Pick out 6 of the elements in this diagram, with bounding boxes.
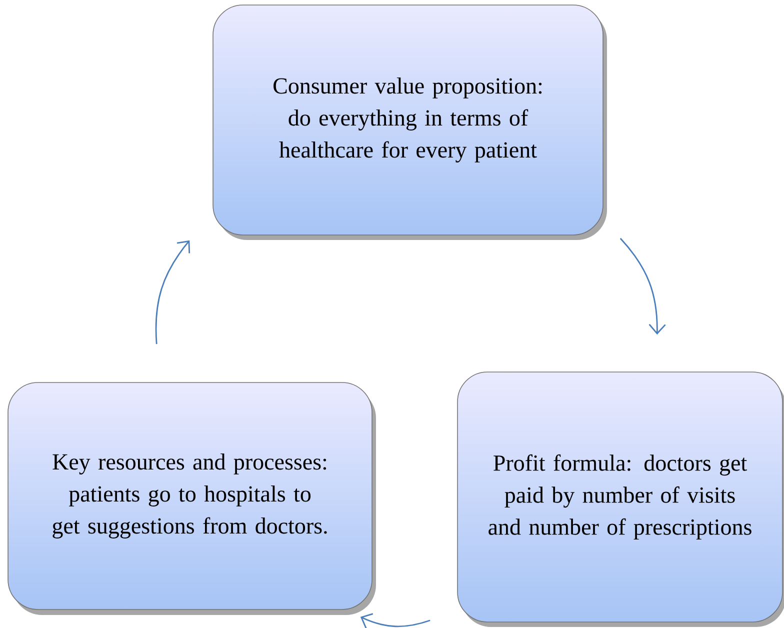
arrow	[620, 238, 666, 335]
arrow	[155, 240, 190, 344]
process-box: Profit formula: doctors get paid by number of visits and number of prescriptions	[457, 372, 784, 627]
process-box: Consumer value proposition: do everything in terms of healthcare for every patient	[212, 4, 607, 240]
arrow	[360, 613, 430, 628]
process-box: Key resources and processes: patients go to hospitals to get suggestions from doctors.	[8, 382, 376, 615]
